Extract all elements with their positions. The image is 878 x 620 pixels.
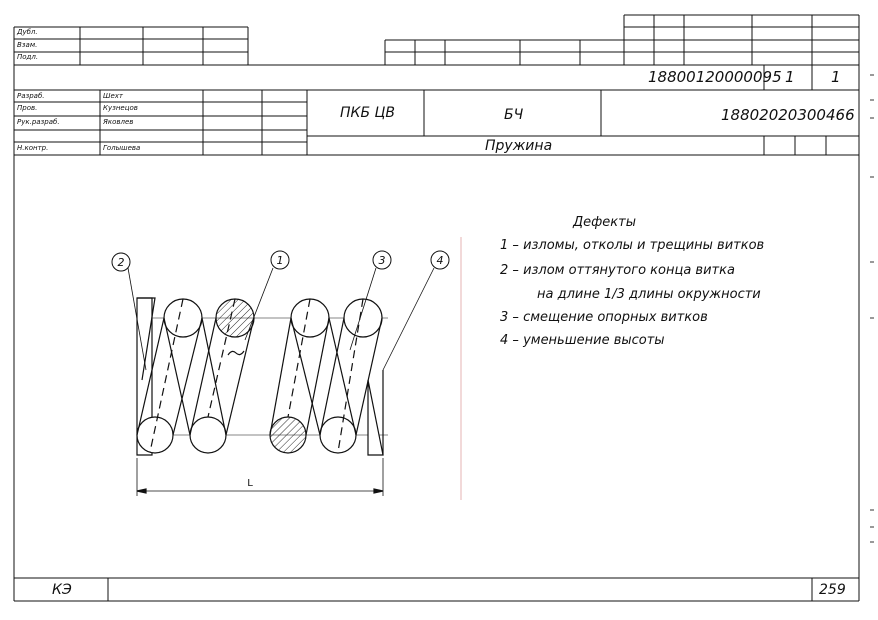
product-code: БЧ bbox=[504, 107, 524, 123]
part-name: Пружина bbox=[485, 138, 553, 154]
defect-item-2: 2 – излом оттянутого конца витка bbox=[500, 264, 735, 277]
dimension-label: L bbox=[247, 478, 253, 489]
footer-page-number: 259 bbox=[819, 582, 846, 598]
callout-3-label: 3 bbox=[379, 254, 386, 267]
footer-doc-type: КЭ bbox=[52, 582, 72, 598]
defect-text: смещение опорных витков bbox=[523, 310, 708, 325]
callout-4 bbox=[430, 250, 450, 270]
defect-dash: – bbox=[512, 333, 519, 348]
defects-title: Дефекты bbox=[573, 215, 636, 230]
designation: 18802020300466 bbox=[721, 106, 855, 124]
callout-2-label: 2 bbox=[118, 256, 125, 269]
sheet-number: 1 bbox=[785, 68, 795, 86]
defect-num: 3 bbox=[500, 310, 509, 325]
defect-item-3: 3 – смещение опорных витков bbox=[500, 311, 708, 324]
stamp-label-dubl: Дубл. bbox=[17, 28, 38, 36]
org-name: ПКБ ЦВ bbox=[340, 105, 395, 121]
defect-dash: – bbox=[512, 310, 519, 325]
role-name: Голышева bbox=[103, 144, 141, 152]
callout-4-label: 4 bbox=[437, 254, 444, 267]
defect-text: на длине 1/3 длины окружности bbox=[537, 287, 761, 302]
defect-text: излом оттянутого конца витка bbox=[523, 263, 735, 278]
role-label: Разраб. bbox=[17, 92, 45, 100]
doc-number: 18800120000095 bbox=[648, 68, 782, 86]
defect-item-4: 4 – уменьшение высоты bbox=[500, 334, 665, 347]
sheets-total: 1 bbox=[831, 68, 841, 86]
defect-dash: – bbox=[512, 263, 519, 278]
role-name: Кузнецов bbox=[103, 104, 138, 112]
callout-1-label: 1 bbox=[277, 254, 284, 267]
role-label: Пров. bbox=[17, 104, 38, 112]
defect-num: 2 bbox=[500, 263, 509, 278]
defect-dash: – bbox=[512, 238, 519, 253]
defect-num: 1 bbox=[500, 238, 509, 253]
defect-item-2-cont: на длине 1/3 длины окружности bbox=[537, 288, 761, 301]
role-label: Рук.разраб. bbox=[17, 118, 60, 126]
stamp-label-podl: Подл. bbox=[17, 53, 39, 61]
defect-item-1: 1 – изломы, отколы и трещины витков bbox=[500, 239, 764, 252]
defect-text: уменьшение высоты bbox=[523, 333, 665, 348]
role-name: Шехт bbox=[103, 92, 124, 100]
role-label: Н.контр. bbox=[17, 144, 49, 152]
defect-text: изломы, отколы и трещины витков bbox=[523, 238, 765, 253]
callout-2 bbox=[111, 252, 131, 272]
callout-3 bbox=[372, 250, 392, 270]
defect-num: 4 bbox=[500, 333, 509, 348]
stamp-label-vzam: Взам. bbox=[17, 41, 38, 49]
callout-1 bbox=[270, 250, 290, 270]
role-name: Яковлев bbox=[103, 118, 134, 126]
